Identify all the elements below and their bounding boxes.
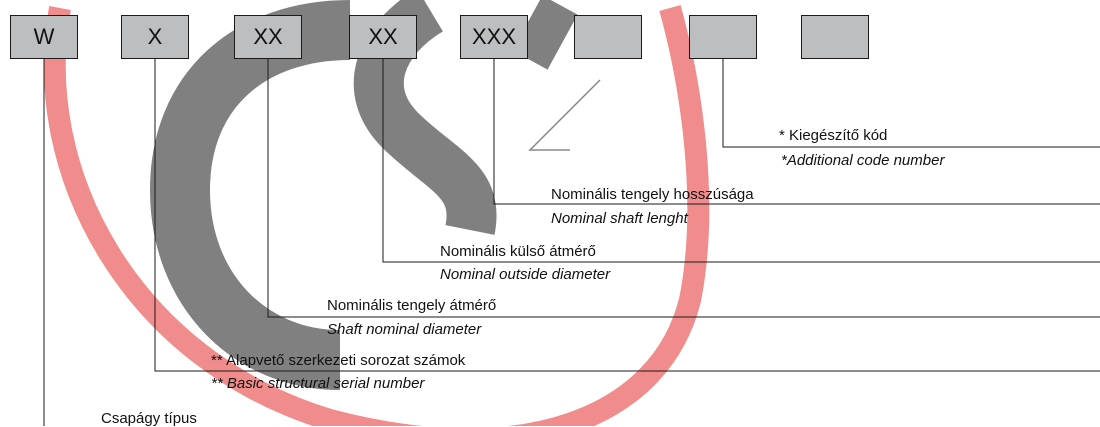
label-additional-code-en: *Additional code number <box>781 152 945 169</box>
connector-shaft-length <box>493 59 1100 205</box>
code-box-extra-2 <box>801 15 869 59</box>
connector-serial-number <box>154 59 1100 372</box>
label-bearing-type-hu: Csapágy típus <box>101 410 197 427</box>
watermark-small-mark <box>528 79 601 151</box>
code-box-extra-1 <box>574 15 642 59</box>
label-shaft-diameter-hu: Nominális tengely átmérő <box>327 297 497 314</box>
connector-outside-diameter <box>382 59 1100 263</box>
label-shaft-length-hu: Nominális tengely hosszúsága <box>551 186 754 203</box>
code-box-bearing-type: W <box>10 15 78 59</box>
label-serial-number-hu: ** Alapvető szerkezeti sorozat számok <box>211 352 466 369</box>
code-box-outside-diameter: XX <box>349 15 417 59</box>
label-shaft-length-en: Nominal shaft lenght <box>551 210 688 227</box>
connector-shaft-diameter <box>267 59 1100 318</box>
label-outside-diameter-en: Nominal outside diameter <box>440 266 611 283</box>
code-box-additional-code <box>689 15 757 59</box>
label-shaft-diameter-en: Shaft nominal diameter <box>327 321 482 338</box>
label-serial-number-en: ** Basic structural serial number <box>211 375 425 392</box>
code-box-shaft-length: XXX <box>460 15 528 59</box>
watermark-letter-l <box>512 0 578 70</box>
code-box-serial-number: X <box>121 15 189 59</box>
connector-additional-code <box>722 59 1100 148</box>
code-box-shaft-diameter: XX <box>234 15 302 59</box>
label-outside-diameter-hu: Nominális külső átmérő <box>440 243 596 260</box>
watermark-arc <box>43 5 710 426</box>
label-additional-code-hu: * Kiegészítő kód <box>779 127 888 144</box>
